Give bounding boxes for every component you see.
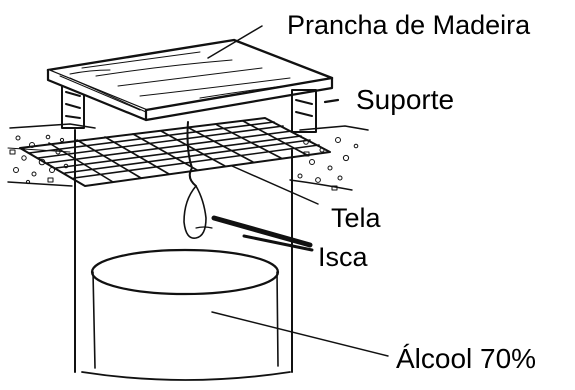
alcohol-surface bbox=[90, 248, 280, 296]
support-posts bbox=[61, 81, 317, 133]
bait bbox=[183, 121, 213, 239]
screen-label: Tela bbox=[331, 203, 381, 233]
container-cylinder bbox=[74, 129, 293, 381]
wood-grain bbox=[59, 51, 301, 113]
bait-label: Isca bbox=[318, 242, 368, 272]
support-label: Suporte bbox=[356, 84, 455, 115]
leader-lines bbox=[207, 25, 389, 357]
alcohol-label: Álcool 70% bbox=[396, 343, 537, 374]
wooden-board-label: Prancha de Madeira bbox=[287, 10, 531, 40]
wooden-board bbox=[46, 38, 334, 122]
screen-mesh bbox=[19, 117, 331, 187]
